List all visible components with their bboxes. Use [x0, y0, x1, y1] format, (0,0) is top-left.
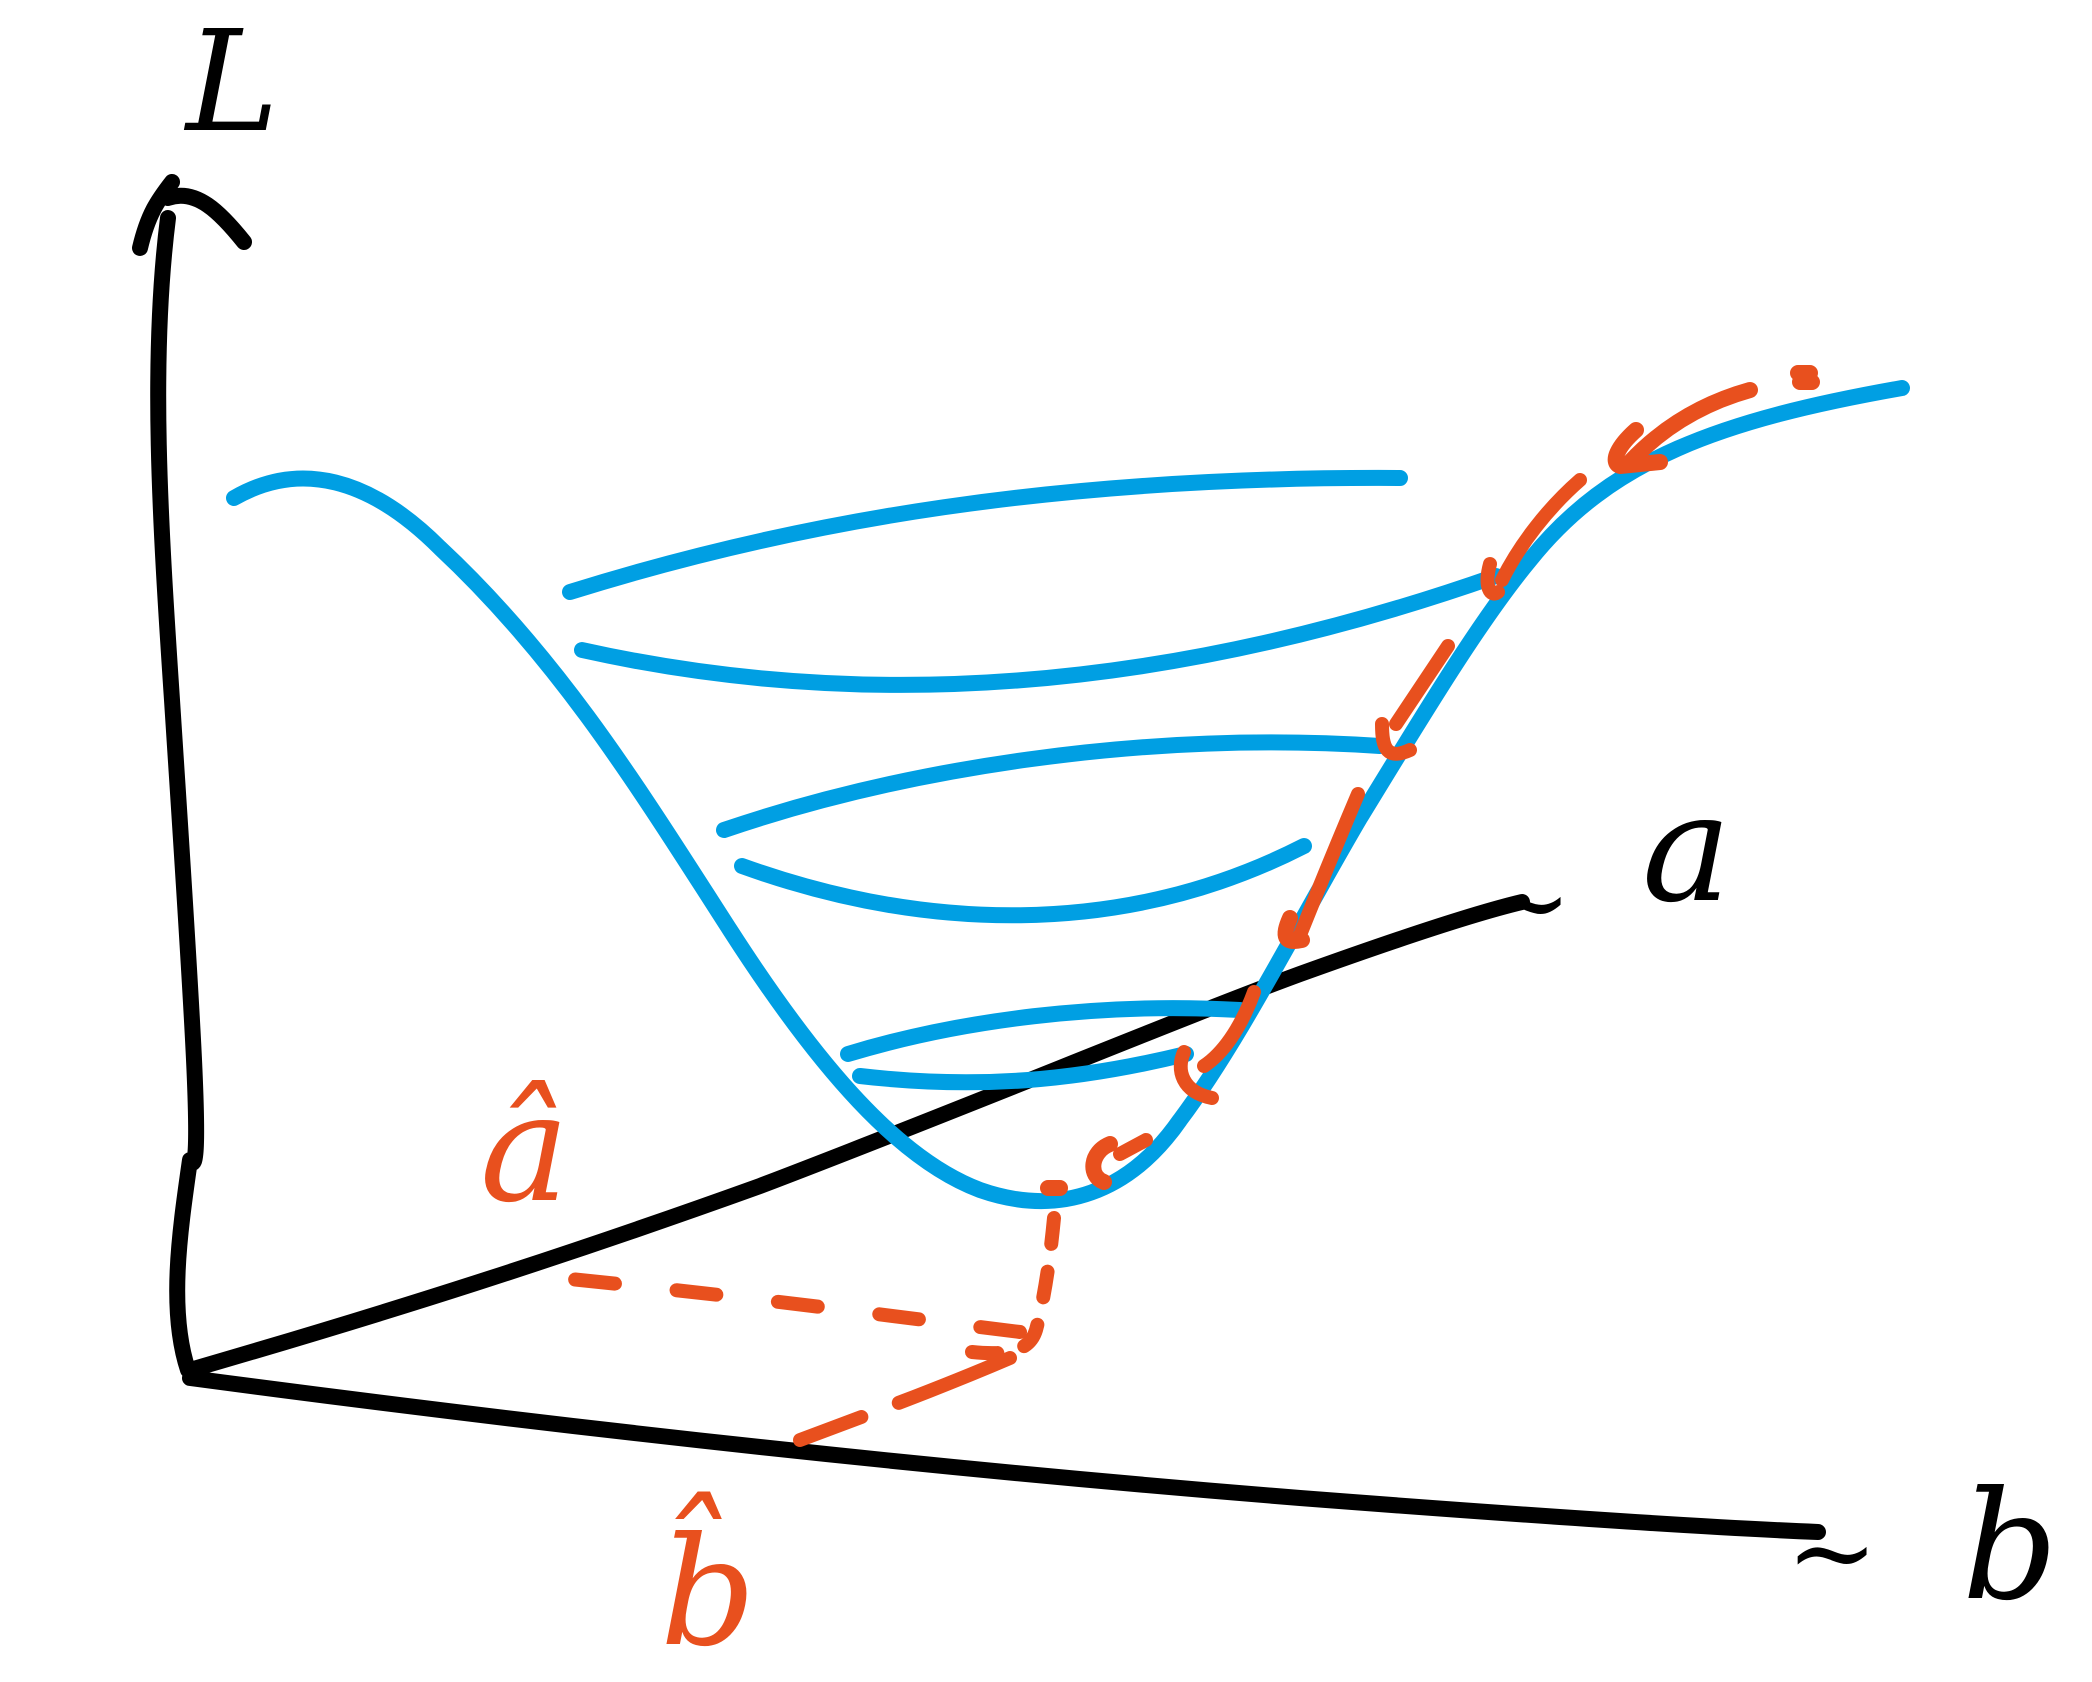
descent-step-6	[1113, 1133, 1153, 1161]
descent-arrowhead-1	[1607, 422, 1668, 474]
b-hat-label: b̂	[660, 1491, 756, 1680]
start-mark	[1790, 365, 1820, 390]
gradient-descent-path	[553, 365, 1820, 1447]
descent-step-3	[1389, 639, 1455, 731]
labels: L a ~ b ~ â b̂	[183, 1, 2058, 1680]
a-axis-label: a	[1642, 762, 1731, 936]
level-set-3-back	[840, 1000, 1248, 1062]
projection-vertical-dashed	[965, 1211, 1061, 1361]
descent-step-2	[1495, 473, 1587, 587]
a-axis-line	[182, 894, 1530, 1378]
axes	[132, 174, 1826, 1540]
descent-arrowhead-3	[1375, 717, 1417, 761]
a-hat-label: â	[480, 1062, 569, 1236]
loss-surface	[226, 380, 1910, 1209]
descent-arrowhead-4	[1277, 910, 1310, 949]
projection-to-a-hat-dashed	[553, 1271, 1027, 1339]
a-axis-tilde: ~	[1480, 838, 1572, 966]
loss-axis-label: L	[183, 1, 279, 164]
level-set-1-front	[574, 568, 1504, 693]
loss-axis-line	[150, 210, 205, 1378]
level-set-1-back	[562, 469, 1408, 600]
b-axis-tilde: ~	[1786, 1488, 1878, 1616]
level-set-2-back	[716, 734, 1388, 838]
descent-arrowhead-2	[1480, 557, 1505, 601]
projection-to-b-hat-dashed	[793, 1351, 1017, 1447]
surface-outer-curve	[226, 380, 1910, 1209]
b-axis-label: b	[1962, 1460, 2058, 1634]
descent-arrowhead-5	[1173, 1045, 1219, 1105]
descent-step-5	[1197, 985, 1261, 1073]
loss-axis-arrowhead	[132, 174, 252, 256]
descent-step-4	[1291, 787, 1365, 947]
level-set-3-front	[852, 1046, 1194, 1091]
descent-step-1	[1622, 382, 1758, 470]
descent-arrowhead-6	[1085, 1136, 1118, 1190]
level-set-2-front	[734, 838, 1312, 924]
b-axis-line	[182, 1370, 1826, 1540]
